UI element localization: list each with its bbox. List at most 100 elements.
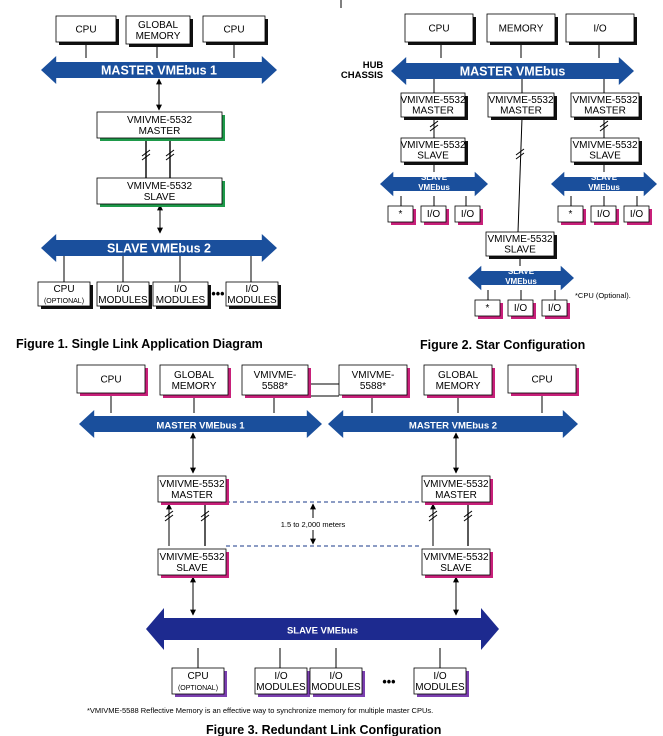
box-label: VMIVME- [352, 370, 395, 381]
bus-shape [468, 265, 574, 291]
io-small-box: I/O [454, 205, 483, 225]
box-label: VMIVME-5532 [572, 140, 637, 151]
footnote: *VMIVME-5588 Reflective Memory is an eff… [87, 706, 433, 715]
box-label: MEMORY [499, 24, 544, 35]
cpu-optional-small-box: * [557, 205, 586, 225]
box-frame [565, 13, 635, 43]
box-label: GLOBAL [138, 20, 178, 31]
cable-break-mark [428, 514, 438, 522]
cable-break-mark [463, 514, 473, 522]
box-frame [474, 299, 501, 317]
box-label: MODULES [227, 295, 277, 306]
box-label: GLOBAL [174, 370, 214, 381]
cpu-optional-box: CPU(OPTIONAL) [37, 281, 93, 309]
cable-break-mark [515, 148, 525, 156]
ellipsis: ••• [382, 675, 395, 689]
cpu-box: CPU [202, 15, 268, 45]
box-label: I/O [274, 671, 288, 682]
master-vmebus-2: MASTER VMEbus 2 [328, 410, 578, 438]
box-frame [37, 281, 91, 307]
box-frame [507, 364, 577, 394]
ellipsis: ••• [211, 287, 224, 301]
box-frame [157, 548, 227, 576]
memory-box: MEMORY [486, 13, 558, 45]
box-label: SLAVE [504, 244, 536, 255]
box-frame [423, 364, 493, 396]
figure-1-caption: Figure 1. Single Link Application Diagra… [16, 337, 263, 351]
box-frame [541, 299, 568, 317]
box-label: I/O [461, 209, 475, 220]
bus-label: MASTER VMEbus 2 [409, 421, 497, 432]
bus-label: SLAVE [421, 173, 448, 182]
box-label: * [486, 303, 490, 314]
box-label: CPU [100, 375, 121, 386]
io-small-box: I/O [623, 205, 652, 225]
bus-shape [380, 171, 488, 197]
bus-label: MASTER VMEbus 1 [156, 421, 245, 432]
box-frame [413, 667, 467, 695]
bus-label: SLAVE [591, 173, 618, 182]
box-label: I/O [548, 303, 562, 314]
box-label: MASTER [171, 490, 213, 501]
box-label: MODULES [311, 682, 361, 693]
box-frame [125, 15, 191, 45]
figure-2-caption: Figure 2. Star Configuration [420, 338, 585, 352]
cable-break-mark [428, 510, 438, 518]
cable-break-mark [164, 510, 174, 518]
bus-label: MASTER VMEbus 1 [101, 64, 217, 78]
box-frame [487, 92, 555, 118]
box-label: CPU [187, 671, 208, 682]
bus-shape [79, 410, 322, 438]
box-frame [387, 205, 414, 223]
box-label: CPU [428, 24, 449, 35]
box-label: I/O [514, 303, 528, 314]
box-label: MASTER [500, 105, 542, 116]
bus-shape [391, 57, 634, 85]
box-frame [241, 364, 309, 396]
box-frame [338, 364, 408, 396]
box-frame [157, 475, 227, 503]
box-label: SLAVE [440, 563, 472, 574]
box-label: I/O [116, 284, 130, 295]
box-label: VMIVME-5532 [159, 552, 224, 563]
cable-break-mark [165, 149, 175, 157]
box-label: GLOBAL [438, 370, 478, 381]
cable-break-mark [429, 124, 439, 132]
master-vmebus: MASTER VMEbus [391, 57, 634, 85]
cpu-optional-note: *CPU (Optional). [575, 291, 631, 300]
bus-label: MASTER VMEbus [460, 65, 566, 79]
cable-break-mark [515, 152, 525, 160]
box-label: I/O [329, 671, 343, 682]
box-label: MASTER [412, 105, 454, 116]
box-label: VMIVME- [254, 370, 297, 381]
bus-label: VMEbus [588, 183, 620, 192]
cpu-optional-box: CPU(OPTIONAL) [171, 667, 227, 697]
box-frame [421, 548, 491, 576]
hub-label: CHASSIS [341, 70, 383, 81]
box-frame [96, 281, 150, 307]
box-label: VMIVME-5532 [127, 181, 192, 192]
box-label: SLAVE [144, 192, 176, 203]
box-label: I/O [597, 209, 611, 220]
box-label: VMIVME-5532 [423, 552, 488, 563]
box-frame [171, 667, 225, 695]
cable-break-mark [599, 124, 609, 132]
box-frame [202, 15, 266, 43]
box-label: I/O [174, 284, 188, 295]
box-label: SLAVE [417, 150, 449, 161]
box-frame [590, 205, 617, 223]
cable-break-mark [141, 153, 151, 161]
box-label: VMIVME-5532 [400, 140, 465, 151]
cable-break-mark [200, 514, 210, 522]
connector-line [517, 117, 523, 233]
